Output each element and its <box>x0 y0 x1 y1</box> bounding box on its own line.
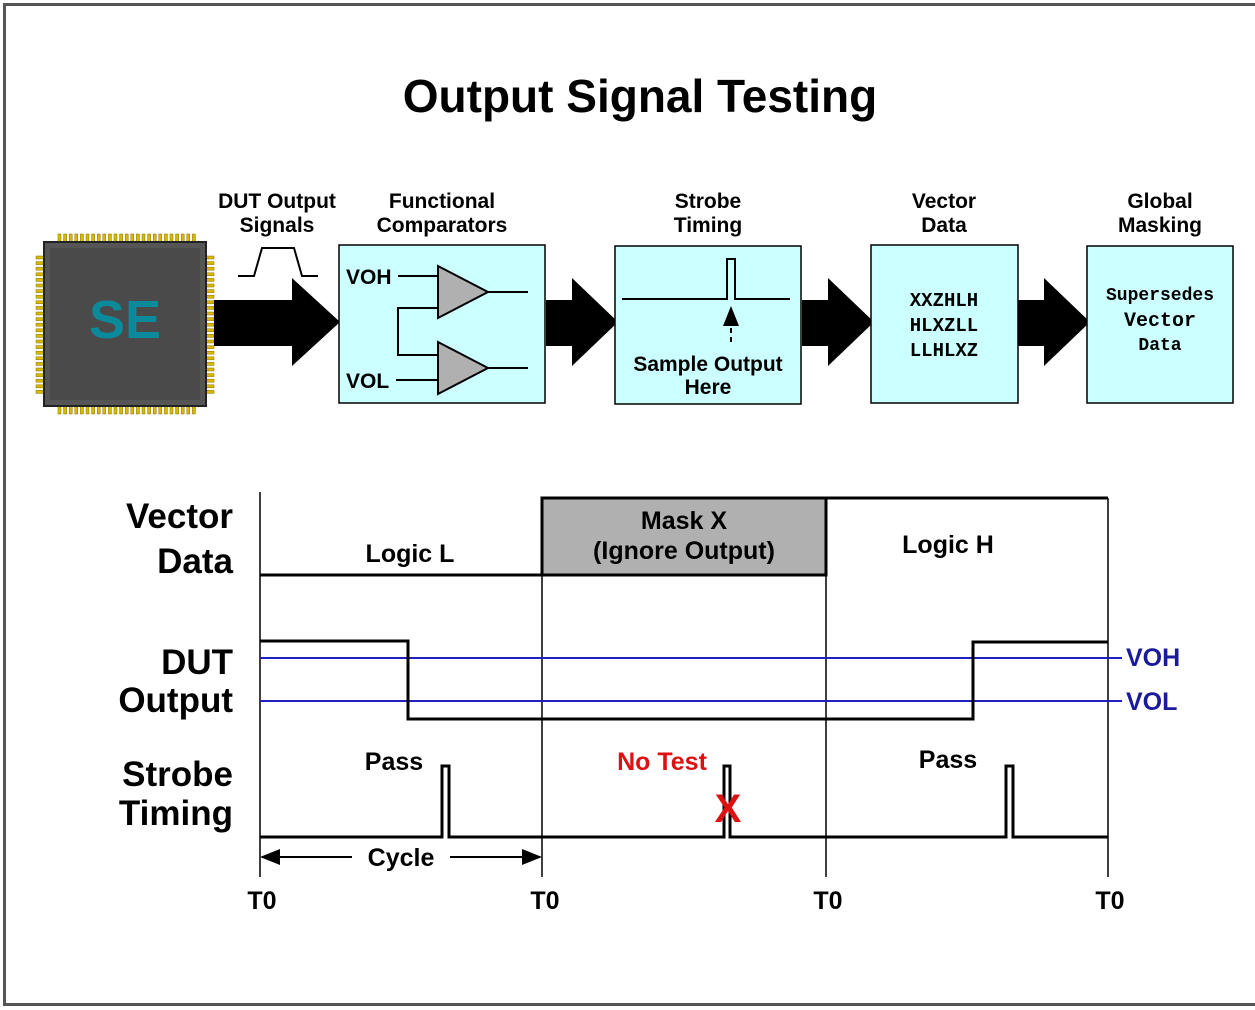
cycle-label: Cycle <box>368 844 435 872</box>
vector-logic-l: Logic L <box>366 540 455 568</box>
page-title: Output Signal Testing <box>403 70 877 122</box>
voh-threshold-label: VOH <box>1126 644 1180 672</box>
row-label-vector-2: Data <box>157 542 233 581</box>
t0-label-3: T0 <box>1095 887 1124 915</box>
mask-x-region <box>540 496 828 577</box>
strobe-header-1: Strobe <box>675 190 742 213</box>
dut-output-waveform <box>260 639 1108 721</box>
vector-row-1: XXZHLH <box>910 290 978 312</box>
t0-label-2: T0 <box>813 887 842 915</box>
vector-header-2: Data <box>921 214 967 237</box>
comparator-vol-label: VOL <box>346 370 389 393</box>
flow-arrow-4 <box>1018 278 1090 366</box>
row-label-vector-1: Vector <box>126 497 233 536</box>
comparator-low-icon <box>437 340 491 396</box>
masking-body-3: Data <box>1138 336 1181 356</box>
row-label-strobe-2: Timing <box>119 794 233 833</box>
vector-row-3: LLHLXZ <box>910 340 978 362</box>
strobe-waveform <box>260 764 1108 839</box>
t0-label-0: T0 <box>247 887 276 915</box>
vector-data-waveform <box>260 496 1108 577</box>
comparators-box: VOH VOL <box>338 244 546 404</box>
vector-mask-x-1: Mask X <box>641 507 727 535</box>
row-label-dut-2: Output <box>118 681 233 720</box>
cycle-dimension: Cycle <box>260 844 542 872</box>
dut-output-signals-label-2: Signals <box>240 214 315 237</box>
comparator-high-icon <box>437 264 491 320</box>
no-test-x-mark: X <box>715 787 742 831</box>
strobe-result-no-test: No Test <box>617 748 707 776</box>
vector-row-2: HLXZLL <box>910 315 978 337</box>
flow-arrow-1 <box>214 278 340 366</box>
t0-label-1: T0 <box>530 887 559 915</box>
strobe-timing-box: Sample Output Here <box>614 245 802 405</box>
masking-header-2: Masking <box>1118 214 1202 237</box>
comparators-header-1: Functional <box>389 190 495 213</box>
dut-chip-icon: SE <box>35 233 215 415</box>
dut-output-signals-label-1: DUT Output <box>218 190 336 213</box>
vector-mask-x-2: (Ignore Output) <box>593 537 775 565</box>
masking-body-2: Vector <box>1124 310 1196 333</box>
comparators-header-2: Comparators <box>377 214 508 237</box>
vector-data-box: XXZHLH HLXZLL LLHLXZ <box>870 244 1019 404</box>
strobe-caption-2: Here <box>685 376 732 399</box>
row-label-dut-1: DUT <box>161 643 233 682</box>
row-label-strobe-1: Strobe <box>122 755 233 794</box>
pulse-icon <box>238 247 318 277</box>
masking-header-1: Global <box>1127 190 1192 213</box>
chip-pins-bottom <box>57 404 196 415</box>
vector-header-1: Vector <box>912 190 976 213</box>
strobe-caption-1: Sample Output <box>633 353 782 376</box>
comparator-voh-label: VOH <box>346 266 392 289</box>
flow-arrow-3 <box>802 278 874 366</box>
diagram-frame <box>3 3 1255 1006</box>
flow-arrow-2 <box>546 278 618 366</box>
vol-threshold-label: VOL <box>1126 688 1177 716</box>
chip-pins-left <box>35 255 46 394</box>
chip-logo: SE <box>89 290 161 350</box>
global-masking-box: Supersedes Vector Data <box>1086 245 1234 404</box>
strobe-header-2: Timing <box>674 214 742 237</box>
strobe-result-pass-1: Pass <box>365 748 423 776</box>
masking-body-1: Supersedes <box>1106 286 1214 306</box>
vector-logic-h: Logic H <box>902 531 994 559</box>
strobe-result-pass-2: Pass <box>919 746 977 774</box>
